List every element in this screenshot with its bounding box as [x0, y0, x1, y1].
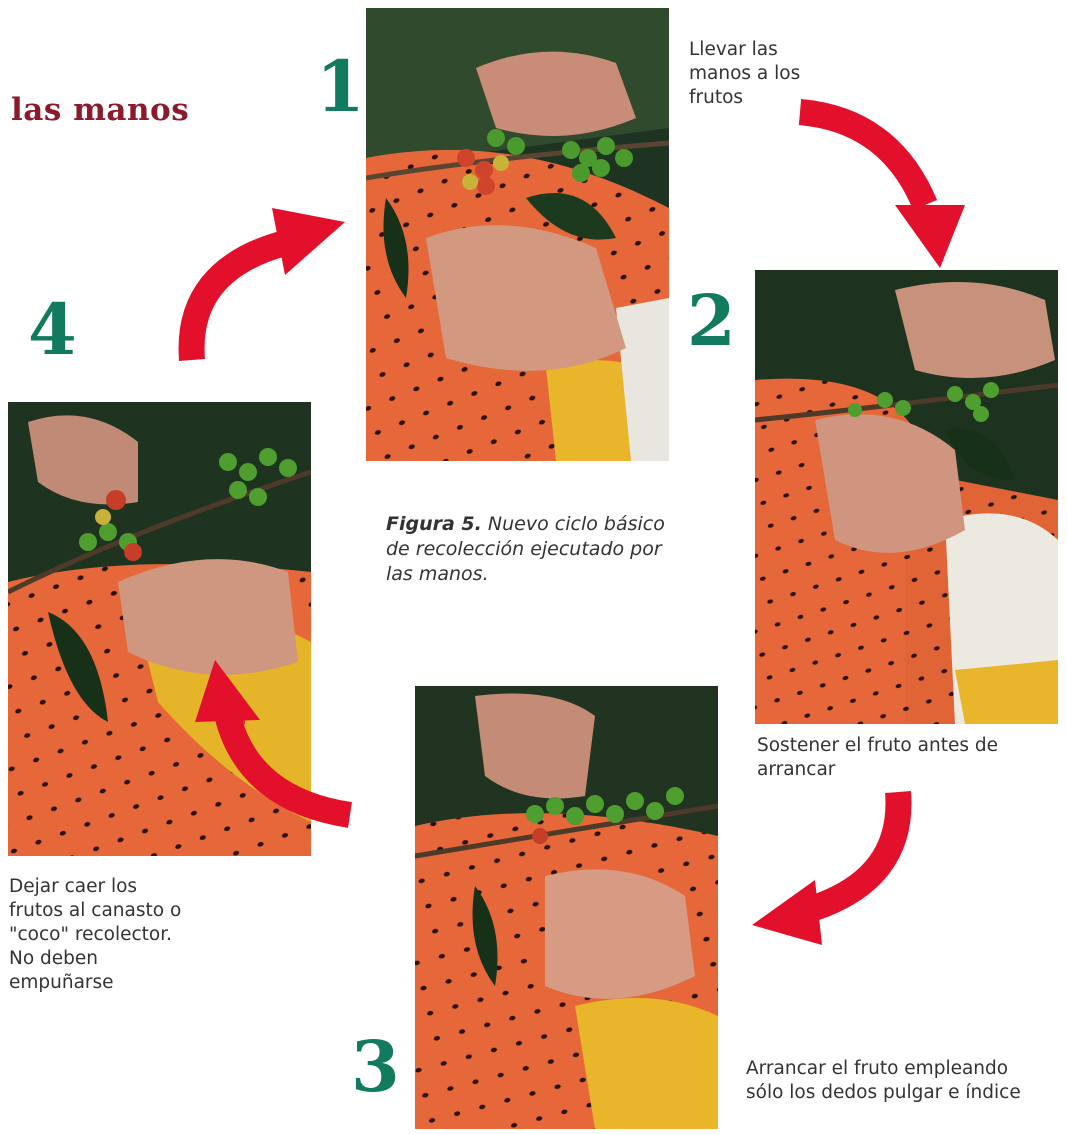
- step-number-1: 1: [316, 52, 365, 122]
- step-text-3: Arrancar el fruto empleando sólo los ded…: [746, 1057, 1046, 1105]
- step-number-3: 3: [351, 1032, 400, 1102]
- photo-step-1: [366, 8, 669, 461]
- arrow-4-to-1: [192, 208, 345, 360]
- arrow-1-to-2: [800, 112, 965, 268]
- arrow-2-to-3: [752, 792, 898, 945]
- photo-step-4: [8, 402, 311, 856]
- figure-caption: Figura 5. Nuevo ciclo básico de recolecc…: [386, 512, 666, 587]
- step-text-1: Llevar las manos a los frutos: [689, 38, 839, 110]
- page-title: las manos: [11, 92, 189, 128]
- photo-step-3: [415, 686, 718, 1129]
- photo-step-2: [755, 270, 1058, 724]
- step-text-2: Sostener el fruto antes de arrancar: [757, 734, 1047, 782]
- step-number-4: 4: [28, 295, 77, 365]
- step-text-4: Dejar caer los frutos al canasto o "coco…: [9, 875, 189, 995]
- figure-label: Figura 5.: [386, 513, 482, 535]
- step-number-2: 2: [687, 286, 736, 356]
